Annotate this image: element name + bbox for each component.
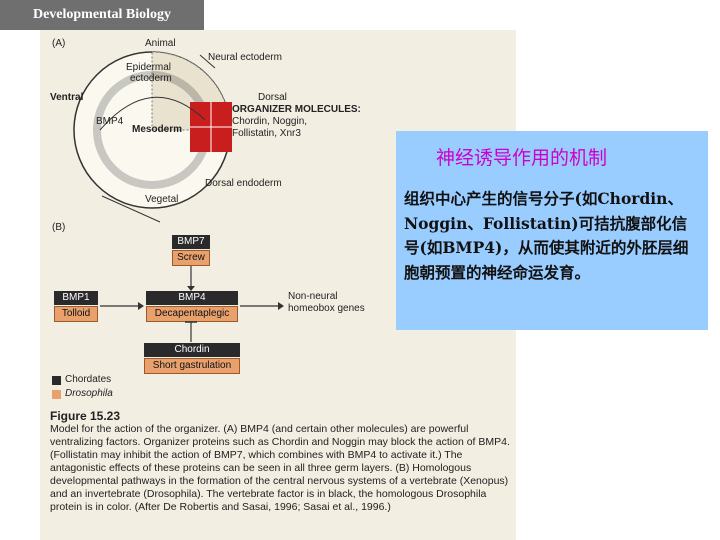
panel-body: 组织中心产生的信号分子(如Chordin、Noggin、Follistatin)… bbox=[404, 189, 689, 282]
legend-chordates: Chordates bbox=[65, 374, 112, 385]
box-screw: Screw bbox=[172, 250, 210, 266]
legend-swatch-drosophila bbox=[52, 390, 61, 399]
legend-drosophila: Drosophila bbox=[65, 388, 113, 399]
box-chordin: Chordin bbox=[144, 343, 240, 357]
arrowhead-bmp1 bbox=[138, 302, 144, 310]
pointer-line bbox=[101, 195, 161, 223]
label-nonneural-2: homeobox genes bbox=[288, 303, 365, 314]
embryo-diagram bbox=[73, 51, 232, 223]
pointer-neural bbox=[199, 54, 216, 69]
legend-swatch-chordates bbox=[52, 376, 61, 385]
label-ectoderm: ectoderm bbox=[130, 73, 172, 84]
label-nonneural-1: Non-neural bbox=[288, 291, 338, 302]
label-vegetal: Vegetal bbox=[145, 194, 179, 205]
bmp4-arrow bbox=[99, 96, 206, 131]
box-bmp4-b: BMP4 bbox=[146, 291, 238, 305]
label-dorsal: Dorsal bbox=[258, 92, 287, 103]
figure-caption: Figure 15.23 Model for the action of the… bbox=[50, 410, 510, 514]
label-organizer-line2: Follistatin, Xnr3 bbox=[232, 128, 301, 139]
arrowhead-bmp7 bbox=[187, 286, 195, 291]
figure-number: Figure 15.23 bbox=[50, 409, 121, 423]
pathway-arrows bbox=[100, 266, 284, 342]
box-bmp7: BMP7 bbox=[172, 235, 210, 249]
explanation-panel: 神经诱导作用的机制 组织中心产生的信号分子(如Chordin、Noggin、Fo… bbox=[396, 131, 708, 330]
label-bmp4-a: BMP4 bbox=[96, 116, 124, 127]
slide-header: Developmental Biology bbox=[0, 0, 204, 30]
panel-a-label: (A) bbox=[52, 38, 66, 49]
label-epidermal: Epidermal bbox=[126, 62, 172, 73]
box-short-gastrulation: Short gastrulation bbox=[144, 358, 240, 374]
box-bmp1: BMP1 bbox=[54, 291, 98, 305]
label-organizer-line1: Chordin, Noggin, bbox=[232, 116, 308, 127]
label-neural-ectoderm: Neural ectoderm bbox=[208, 52, 282, 63]
arrowhead-bmp4 bbox=[278, 302, 284, 310]
panel-b-label: (B) bbox=[52, 222, 66, 233]
label-dorsal-endoderm: Dorsal endoderm bbox=[205, 178, 282, 189]
label-mesoderm: Mesoderm bbox=[132, 124, 183, 135]
label-ventral: Ventral bbox=[50, 92, 84, 103]
label-organizer-title: ORGANIZER MOLECULES: bbox=[232, 104, 361, 115]
label-animal: Animal bbox=[145, 38, 176, 49]
box-tolloid: Tolloid bbox=[54, 306, 98, 322]
figure-caption-text: Model for the action of the organizer. (… bbox=[50, 423, 510, 513]
panel-title: 神经诱导作用的机制 bbox=[436, 147, 608, 169]
